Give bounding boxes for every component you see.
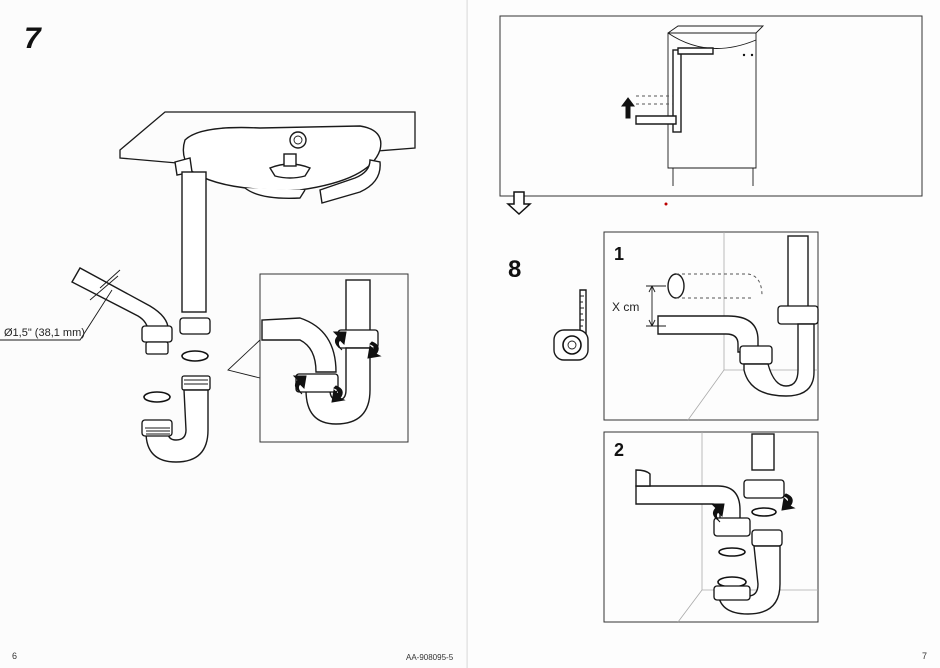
right-page-number: 7 [922,651,928,661]
step-7-number: 7 [24,22,41,55]
cabinet-illustration [499,15,923,623]
left-page: 7 [0,0,468,668]
sink-drain-illustration [0,111,416,463]
right-page: 8 1 2 X cm 7 [468,0,940,668]
arrow-down-outline-icon [506,191,532,216]
distance-label: X cm [612,300,640,314]
step-8-number: 8 [508,256,522,283]
arrow-up-icon [621,97,635,119]
article-code: AA-908095-5 [406,653,454,662]
panel-2-number: 2 [614,440,625,460]
tape-measure-icon [553,289,589,361]
left-page-number: 6 [12,651,18,661]
diameter-label: Ø1,5" (38,1 mm) [4,327,85,339]
panel-1-number: 1 [614,244,625,264]
rotate-arrow-icon [332,331,347,351]
